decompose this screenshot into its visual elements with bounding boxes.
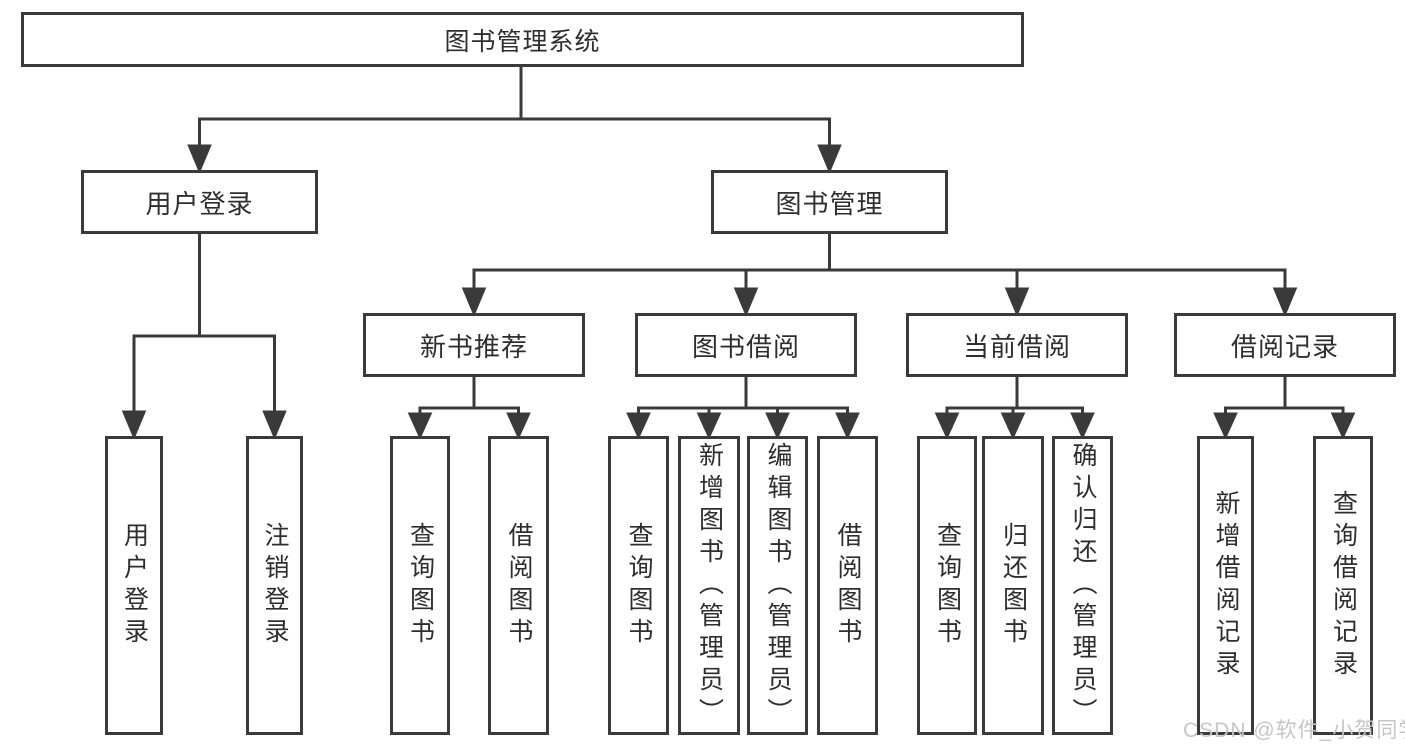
node-label: 新增图书（管理员） <box>695 441 724 730</box>
leaf-borrow-books-recommend: 借阅图书 <box>488 436 549 735</box>
node-label: 新增借阅记录 <box>1212 489 1240 682</box>
leaf-query-books-current: 查询图书 <box>917 436 977 735</box>
node-label: 注销登录 <box>261 521 289 650</box>
arrowhead-icon <box>835 412 860 440</box>
connector-book-borrow-branch <box>626 377 860 440</box>
node-current-borrowing: 当前借阅 <box>906 313 1128 377</box>
leaf-confirm-return-admin: 确认归还（管理员） <box>1052 436 1113 735</box>
node-label: 图书借阅 <box>691 331 800 362</box>
node-label: 借阅图书 <box>834 521 862 650</box>
arrowhead-icon <box>817 144 842 174</box>
node-label: 新书推荐 <box>419 331 528 362</box>
leaf-user-login: 用户登录 <box>105 436 163 735</box>
arrowhead-icon <box>121 410 147 440</box>
arrowhead-icon <box>461 287 487 317</box>
arrowhead-icon <box>765 412 790 440</box>
node-label: 借阅记录 <box>1230 331 1339 362</box>
node-label: 查询借阅记录 <box>1329 489 1358 682</box>
node-book-management-module: 图书管理 <box>711 170 948 234</box>
arrowhead-icon <box>696 412 722 440</box>
node-book-borrowing: 图书借阅 <box>635 313 857 377</box>
node-label: 确认归还（管理员） <box>1069 441 1097 730</box>
node-label: 用户登录 <box>145 188 254 219</box>
node-label: 用户登录 <box>120 521 149 650</box>
node-label: 图书管理系统 <box>444 27 601 56</box>
leaf-query-books-recommend: 查询图书 <box>390 436 450 735</box>
arrowhead-icon <box>1213 412 1238 440</box>
arrowhead-icon <box>934 412 960 440</box>
arrowhead-icon <box>407 412 433 440</box>
leaf-query-books-borrow: 查询图书 <box>608 436 669 735</box>
arrowhead-icon <box>733 287 759 317</box>
arrowhead-icon <box>1272 287 1298 317</box>
node-label: 当前借阅 <box>962 331 1071 362</box>
connector-user-login-branch <box>121 234 287 440</box>
connector-book-mgmt-branch <box>461 234 1298 317</box>
node-label: 查询图书 <box>933 521 962 650</box>
arrowhead-icon <box>1004 287 1030 317</box>
arrowhead-icon <box>1000 412 1026 440</box>
leaf-logout: 注销登录 <box>246 436 303 735</box>
leaf-query-borrow-record: 查询借阅记录 <box>1313 436 1373 735</box>
node-label: 归还图书 <box>999 521 1028 650</box>
node-borrowing-records: 借阅记录 <box>1174 313 1396 377</box>
leaf-borrow-books: 借阅图书 <box>817 436 878 735</box>
node-label: 查询图书 <box>625 521 653 650</box>
node-label: 查询图书 <box>406 521 435 650</box>
arrowhead-icon <box>506 412 531 440</box>
node-label: 编辑图书（管理员） <box>764 441 792 730</box>
arrowhead-icon <box>1070 412 1095 440</box>
watermark: CSDN @软件_小贺同学 <box>1183 719 1405 742</box>
leaf-add-books-admin: 新增图书（管理员） <box>678 436 740 735</box>
node-label: 借阅图书 <box>505 521 533 650</box>
connector-borrow-records-branch <box>1213 377 1356 440</box>
leaf-edit-books-admin: 编辑图书（管理员） <box>747 436 808 735</box>
leaf-add-borrow-record: 新增借阅记录 <box>1197 436 1254 735</box>
arrowhead-icon <box>626 412 651 440</box>
connector-new-books-branch <box>407 377 531 440</box>
node-library-management-system: 图书管理系统 <box>21 12 1024 67</box>
node-label: 图书管理 <box>775 188 884 219</box>
connector-current-borrow-branch <box>934 377 1095 440</box>
connector-root-to-level2 <box>187 65 842 174</box>
node-new-book-recommend: 新书推荐 <box>363 313 585 377</box>
arrowhead-icon <box>262 410 287 440</box>
arrowhead-icon <box>1330 412 1356 440</box>
leaf-return-books: 归还图书 <box>982 436 1044 735</box>
arrowhead-icon <box>187 144 212 174</box>
node-user-login-module: 用户登录 <box>81 170 318 234</box>
